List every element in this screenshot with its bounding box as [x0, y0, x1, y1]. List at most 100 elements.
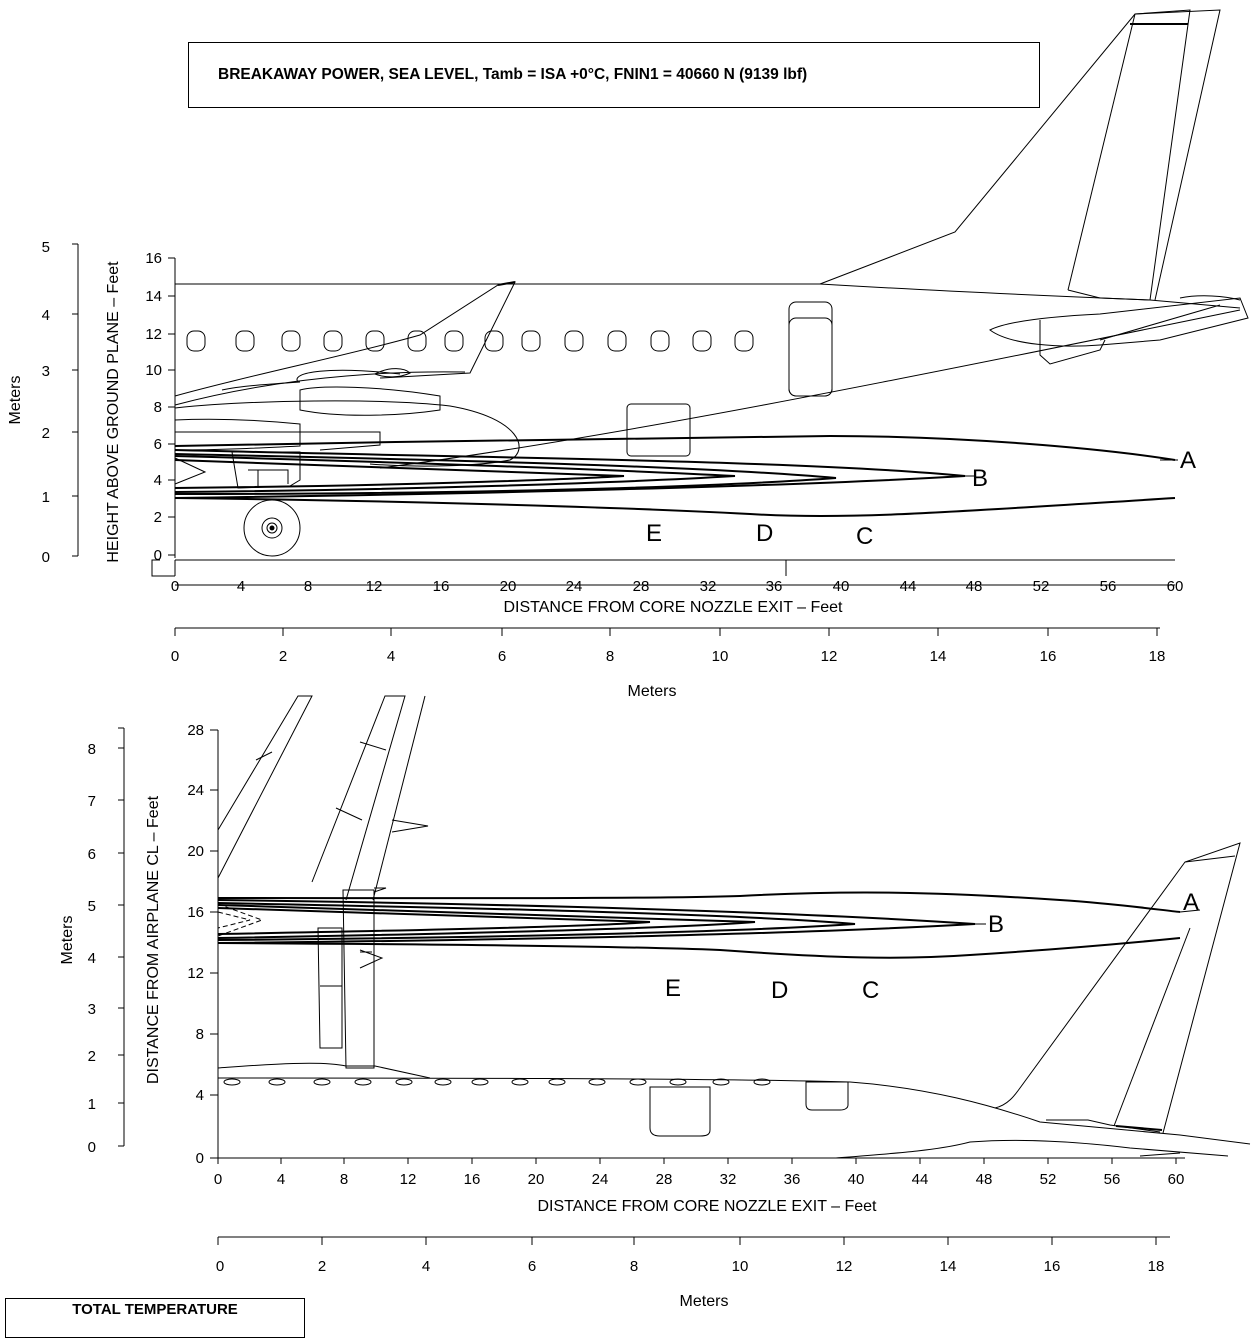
plan-xfeet-tick: 16	[464, 1171, 481, 1188]
plan-yfeet-tick: 12	[187, 965, 204, 982]
plan-label-c: C	[862, 977, 879, 1004]
plan-xfeet-tick: 32	[720, 1171, 737, 1188]
plan-ymeter-tick: 1	[88, 1096, 96, 1113]
plan-xfeet-tick: 52	[1040, 1171, 1057, 1188]
plan-xmeter-tick: 10	[732, 1258, 749, 1275]
side-view-axes: 16 14 12 10 8 6 4 2 0 HEIGHT ABOVE GROUN…	[7, 239, 1183, 700]
plan-xmeter-tick: 0	[216, 1258, 224, 1275]
side-yfeet-tick: 10	[145, 362, 162, 379]
plan-ymeter-tick: 8	[88, 741, 96, 758]
side-ymeter-label: Meters	[7, 376, 24, 425]
side-xmeter-tick: 12	[821, 648, 838, 665]
side-xfeet-tick: 56	[1100, 578, 1117, 595]
plan-label-d: D	[771, 977, 788, 1004]
side-xfeet-tick: 12	[366, 578, 383, 595]
plan-xfeet-tick: 20	[528, 1171, 545, 1188]
side-yfeet-label: HEIGHT ABOVE GROUND PLANE – Feet	[105, 261, 122, 563]
side-xfeet-tick: 20	[500, 578, 517, 595]
legend-title: TOTAL TEMPERATURE	[72, 1301, 238, 1318]
contour-a-side	[174, 434, 1176, 461]
side-view-contours	[174, 434, 1176, 518]
plan-label-b: B	[988, 911, 1004, 938]
plan-ymeter-tick: 4	[88, 950, 96, 967]
plan-xfeet-tick: 28	[656, 1171, 673, 1188]
side-xmeter-tick: 4	[387, 648, 395, 665]
plan-xfeet-tick: 56	[1104, 1171, 1121, 1188]
contour-e-plan	[217, 904, 756, 939]
side-xmeter-label: Meters	[628, 683, 677, 700]
side-xfeet-tick: 16	[433, 578, 450, 595]
side-yfeet-tick: 16	[145, 250, 162, 267]
contour-e2-side	[174, 459, 625, 489]
side-label-a: A	[1180, 447, 1196, 474]
side-xmeter-tick: 0	[171, 648, 179, 665]
side-yfeet-tick: 8	[154, 399, 162, 416]
chart-title: BREAKAWAY POWER, SEA LEVEL, Tamb = ISA +…	[188, 42, 1040, 108]
plan-xfeet-tick: 0	[214, 1171, 222, 1188]
plan-ymeter-tick: 7	[88, 793, 96, 810]
plan-yfeet-tick: 4	[196, 1087, 204, 1104]
side-xfeet-tick: 4	[237, 578, 245, 595]
plan-xmeter-tick: 6	[528, 1258, 536, 1275]
plan-xfeet-tick: 24	[592, 1171, 609, 1188]
side-xfeet-tick: 28	[633, 578, 650, 595]
side-xmeter-tick: 10	[712, 648, 729, 665]
plan-ymeter-tick: 5	[88, 898, 96, 915]
contour-d-plan	[217, 902, 856, 941]
side-label-e: E	[646, 520, 662, 547]
contour-e-side	[174, 455, 736, 493]
plan-ymeter-tick: 2	[88, 1048, 96, 1065]
plan-xfeet-tick: 12	[400, 1171, 417, 1188]
side-xfeet-tick: 0	[171, 578, 179, 595]
side-ymeter-tick: 4	[42, 307, 50, 324]
side-label-c: C	[856, 523, 873, 550]
plan-label-a: A	[1183, 889, 1199, 916]
plan-ymeter-tick: 0	[88, 1139, 96, 1156]
plan-ymeter-tick: 6	[88, 846, 96, 863]
plan-yfeet-tick: 16	[187, 904, 204, 921]
side-label-b: B	[972, 465, 988, 492]
legend-box: TOTAL TEMPERATURE	[5, 1298, 305, 1338]
plan-yfeet-tick: 0	[196, 1150, 204, 1167]
side-ymeter-tick: 2	[42, 425, 50, 442]
contour-e2-plan	[217, 907, 651, 935]
plan-xfeet-tick: 36	[784, 1171, 801, 1188]
side-yfeet-tick: 0	[154, 547, 162, 564]
side-yfeet-tick: 6	[154, 436, 162, 453]
plan-view-contours	[217, 891, 1181, 959]
side-ymeter-tick: 5	[42, 239, 50, 256]
plan-xfeet-tick: 48	[976, 1171, 993, 1188]
side-xmeter-tick: 6	[498, 648, 506, 665]
chart-title-text: BREAKAWAY POWER, SEA LEVEL, Tamb = ISA +…	[218, 66, 808, 83]
plan-xmeter-tick: 16	[1044, 1258, 1061, 1275]
plan-xfeet-tick: 8	[340, 1171, 348, 1188]
plan-window-row	[223, 1078, 771, 1086]
plan-xmeter-tick: 12	[836, 1258, 853, 1275]
plan-ymeter-tick: 3	[88, 1001, 96, 1018]
side-xfeet-tick: 24	[566, 578, 583, 595]
plan-view-airplane	[217, 695, 1251, 1159]
plan-xfeet-tick: 60	[1168, 1171, 1185, 1188]
plan-xmeter-tick: 8	[630, 1258, 638, 1275]
side-label-d: D	[756, 520, 773, 547]
side-yfeet-tick: 12	[145, 326, 162, 343]
plan-yfeet-tick: 28	[187, 722, 204, 739]
side-ymeter-tick: 0	[42, 549, 50, 566]
plan-yfeet-tick: 24	[187, 782, 204, 799]
side-yfeet-tick: 2	[154, 509, 162, 526]
contour-d-side	[174, 453, 837, 495]
plan-label-e: E	[665, 975, 681, 1002]
window-row	[186, 330, 754, 352]
plan-xfeet-label: DISTANCE FROM CORE NOZZLE EXIT – Feet	[537, 1198, 877, 1215]
side-xmeter-tick: 2	[279, 648, 287, 665]
side-ymeter-tick: 3	[42, 363, 50, 380]
plan-xmeter-tick: 2	[318, 1258, 326, 1275]
plan-xmeter-tick: 14	[940, 1258, 957, 1275]
side-xfeet-tick: 32	[700, 578, 717, 595]
plan-xmeter-label: Meters	[680, 1293, 729, 1310]
side-xfeet-tick: 40	[833, 578, 850, 595]
plan-yfeet-label: DISTANCE FROM AIRPLANE CL – Feet	[145, 795, 162, 1084]
plan-xfeet-tick: 4	[277, 1171, 285, 1188]
side-xfeet-tick: 44	[900, 578, 917, 595]
